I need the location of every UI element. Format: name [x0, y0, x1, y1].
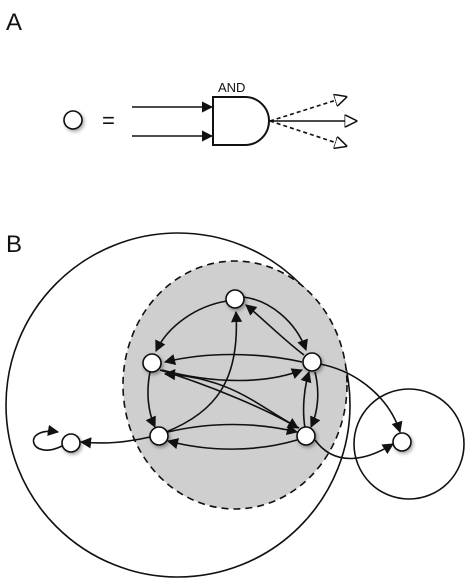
- gate-output-arrow-down: [269, 120, 346, 146]
- legend-node: [63, 110, 83, 130]
- edge-bottom-right-to-far-right-node: [314, 439, 394, 460]
- edge-right-to-bottom-right: [310, 371, 321, 429]
- edge-top-to-left: [155, 300, 228, 353]
- edge-left-to-right-lower: [161, 368, 304, 382]
- edge-left-to-bottom-left: [145, 371, 156, 429]
- outer-region-circle: [5, 232, 351, 578]
- edge-bottom-left-to-bottom-right-upper: [167, 423, 299, 436]
- node-outer-left: [61, 433, 81, 453]
- right-region-circle: [353, 388, 465, 500]
- edge-bottom-left-to-outer-node: [79, 436, 151, 449]
- edge-bottom-right-to-top: [163, 368, 300, 429]
- edge-bottom-right-to-bottom-left: [166, 438, 298, 450]
- node-bottom-left: [149, 426, 169, 446]
- equals-sign: =: [102, 108, 115, 133]
- panel-b-label: B: [6, 231, 22, 258]
- node-top: [225, 289, 245, 309]
- node-far-right: [392, 432, 412, 452]
- and-gate-symbol: [212, 96, 270, 146]
- edge-bottom-left-to-top: [165, 310, 243, 433]
- edge-bottom-right-to-right: [300, 370, 312, 429]
- and-gate-label: AND: [218, 80, 245, 95]
- node-right: [302, 352, 322, 372]
- node-bottom-right: [296, 426, 316, 446]
- edge-right-to-top: [245, 304, 305, 356]
- edge-top-to-right: [242, 296, 308, 352]
- edge-right-to-left: [163, 353, 303, 366]
- edge-right-to-far-right-node: [319, 363, 403, 434]
- self-loop-outer-node: [32, 424, 63, 451]
- node-left: [142, 353, 162, 373]
- gate-output-arrow-up: [269, 97, 346, 122]
- panel-a-label: A: [6, 9, 22, 36]
